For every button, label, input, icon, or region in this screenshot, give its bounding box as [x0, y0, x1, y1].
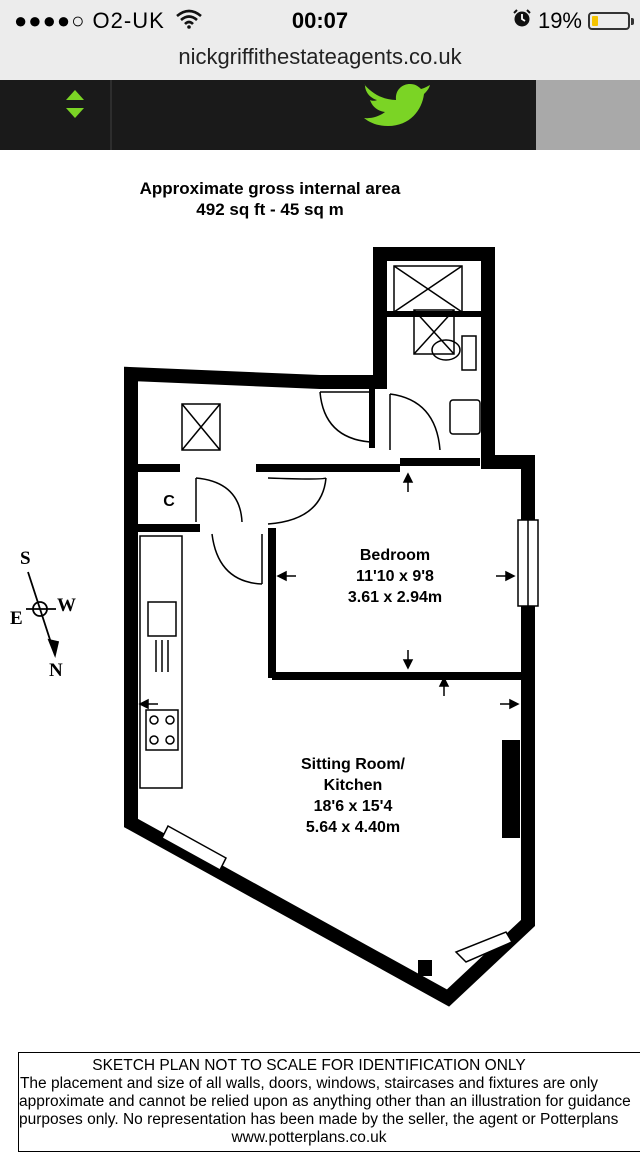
compass-w: W — [57, 595, 76, 616]
disclaimer-line-2: approximate and cannot be relied upon as… — [19, 1093, 631, 1110]
wifi-icon — [176, 9, 202, 35]
compass-s: S — [20, 548, 31, 569]
disclaimer-heading: SKETCH PLAN NOT TO SCALE FOR IDENTIFICAT… — [92, 1057, 526, 1074]
area-title: Approximate gross internal area 492 sq f… — [0, 178, 540, 220]
compass-icon — [26, 571, 60, 659]
sitting-room-name-2: Kitchen — [323, 777, 383, 794]
bedroom-imperial: 11'10 x 9'8 — [356, 568, 434, 585]
browser-chrome: ●●●●○ O2-UK 00:07 19% nickgriffithestate… — [0, 0, 640, 80]
dimension-arrows — [138, 472, 520, 710]
cupboard-label: C — [163, 493, 175, 510]
walls — [124, 247, 535, 1007]
header-side-panel — [536, 80, 640, 150]
shower — [393, 265, 463, 313]
header-divider — [110, 80, 112, 150]
doors — [195, 391, 441, 585]
site-header — [0, 80, 640, 150]
carrier-signal: ●●●●○ O2-UK — [14, 8, 165, 33]
twitter-bird-icon[interactable] — [362, 80, 432, 133]
battery-indicator: 19% — [512, 8, 634, 34]
clock: 00:07 — [291, 8, 349, 33]
battery-icon — [588, 12, 634, 30]
area-title-label: Approximate gross internal area — [139, 179, 401, 198]
disclaimer-line-1: The placement and size of all walls, doo… — [19, 1075, 599, 1092]
compass-e: E — [10, 608, 23, 629]
sitting-room-name: Sitting Room/ — [301, 756, 405, 773]
wc-basin — [181, 309, 481, 451]
internal-walls — [138, 311, 522, 680]
sitting-room-metric: 5.64 x 4.40m — [305, 819, 401, 836]
disclaimer-line-4: www.potterplans.co.uk — [231, 1129, 387, 1146]
chimney-breast — [502, 740, 520, 838]
windows — [161, 519, 539, 963]
area-value: 492 sq ft - 45 sq m — [196, 200, 344, 219]
compass-n: N — [49, 660, 63, 681]
bedroom-name: Bedroom — [359, 547, 431, 564]
disclaimer-box: SKETCH PLAN NOT TO SCALE FOR IDENTIFICAT… — [18, 1052, 640, 1152]
wall-pier — [418, 960, 432, 976]
url-bar[interactable]: nickgriffithestateagents.co.uk — [178, 44, 462, 69]
bedroom-metric: 3.61 x 2.94m — [347, 589, 443, 606]
scroll-arrows-icon[interactable] — [62, 88, 88, 127]
bedroom-label: Bedroom 11'10 x 9'8 3.61 x 2.94m — [300, 545, 490, 608]
alarm-icon — [512, 8, 532, 34]
battery-percent: 19% — [537, 8, 582, 33]
status-bar: ●●●●○ O2-UK 00:07 19% — [0, 0, 640, 40]
disclaimer-line-3: purposes only. No representation has bee… — [19, 1111, 619, 1128]
sitting-room-label: Sitting Room/ Kitchen 18'6 x 15'4 5.64 x… — [258, 754, 448, 838]
sitting-room-imperial: 18'6 x 15'4 — [313, 798, 393, 815]
kitchen-units — [139, 535, 183, 789]
